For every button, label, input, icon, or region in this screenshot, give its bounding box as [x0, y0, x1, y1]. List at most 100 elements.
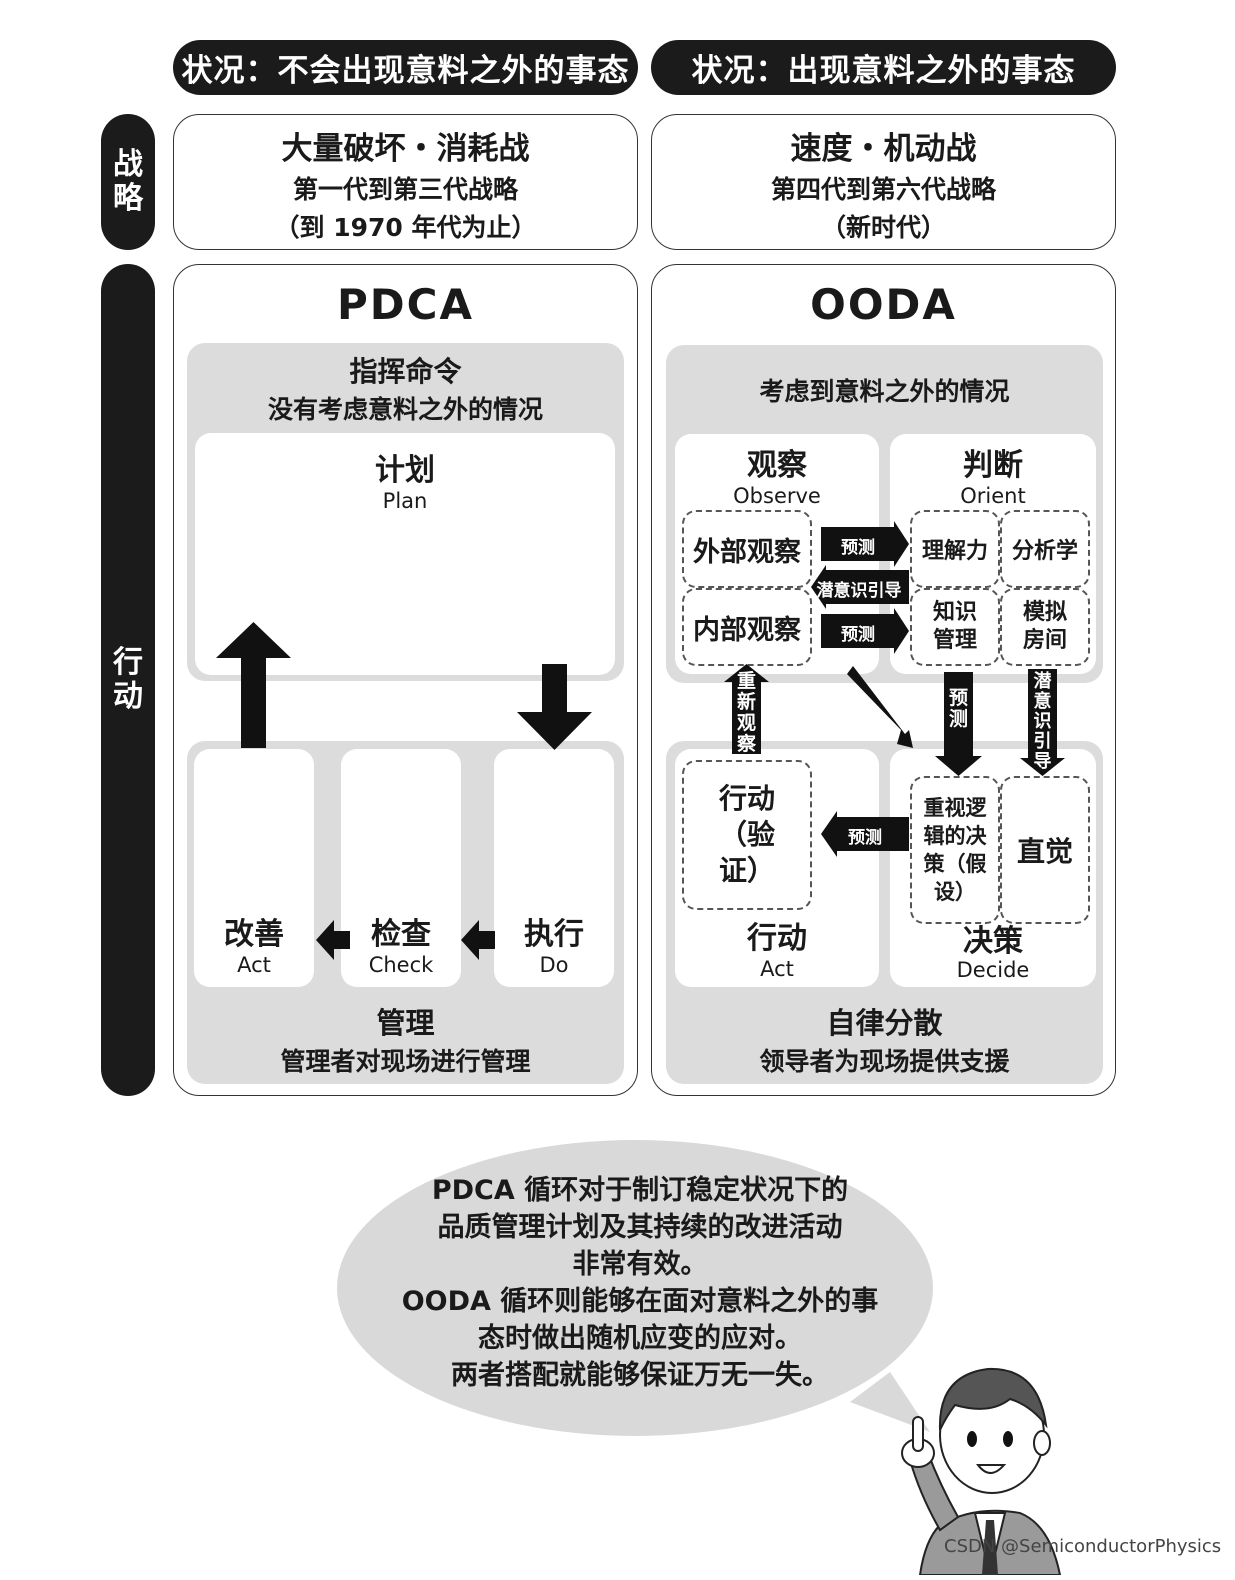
strategy-right-line2: 第四代到第六代战略 [770, 175, 996, 204]
logic-decision-box: 重视逻辑的决策（假设） [910, 776, 1000, 924]
watermark: CSDN @SemiconductorPhysics [944, 1536, 1222, 1557]
external-observation-label: 外部观察 [693, 536, 801, 568]
arrow-down-icon [517, 664, 592, 750]
action-side-bar: 行动 [101, 264, 155, 1096]
knowledge-management-box: 知识管理 [910, 588, 1000, 666]
speech-line-5: 态时做出随机应变的应对。 [478, 1323, 802, 1354]
predict-label-2: 预测 [841, 624, 875, 645]
pdca-management-text: 管理 管理者对现场进行管理 [187, 1000, 624, 1078]
ooda-act-footer: 行动 Act [675, 913, 879, 981]
arrow-left-icon-predict-3 [821, 811, 909, 857]
simulation-room-label: 模拟房间 [1022, 600, 1067, 653]
simulation-room-box: 模拟房间 [1000, 588, 1090, 666]
ooda-observe-cn: 观察 [747, 448, 807, 483]
pdca-act-card: 改善 Act [194, 749, 314, 987]
ooda-bottom-title: 自律分散 [826, 1006, 943, 1040]
intuition-box: 直觉 [1000, 776, 1090, 924]
strategy-side-bar: 战略 [101, 114, 155, 250]
speech-text: PDCA 循环对于制订稳定状况下的 品质管理计划及其持续的改进活动 非常有效。 … [340, 1172, 940, 1394]
ooda-top-sub: 考虑到意料之外的情况 [759, 377, 1010, 406]
action-side-label: 行动 [113, 645, 143, 714]
strategy-left-line3: （到 1970 年代为止） [274, 213, 537, 242]
arrow-right-icon-predict-2 [821, 608, 909, 654]
pdca-management-sub: 管理者对现场进行管理 [280, 1047, 531, 1076]
pdca-check-cn: 检查 [371, 917, 431, 952]
predict-label-vertical: 预测 [948, 687, 968, 730]
action-verify-box: 行动（验证） [682, 760, 812, 910]
ooda-arrows [724, 521, 1065, 857]
subconscious-label-horizontal: 潜意识引导 [816, 580, 902, 601]
situation-right-pill: 状况：出现意料之外的事态 [651, 40, 1116, 95]
strategy-left-box: 大量破坏・消耗战 第一代到第三代战略 （到 1970 年代为止） [173, 114, 638, 250]
ooda-decide-footer: 决策 Decide [890, 924, 1096, 983]
arrow-up-icon [216, 622, 291, 748]
external-observation-box: 外部观察 [682, 510, 812, 588]
understanding-box: 理解力 [910, 510, 1000, 588]
speech-line-2: 品质管理计划及其持续的改进活动 [437, 1212, 843, 1243]
pdca-command-sub: 没有考虑意料之外的情况 [267, 395, 543, 424]
pdca-command-title: 指挥命令 [349, 355, 462, 388]
cartoon-man-icon [901, 1367, 1062, 1575]
pdca-arrows [216, 622, 592, 960]
strategy-left-line2: 第一代到第三代战略 [292, 175, 518, 204]
ooda-orient-header: 判断 Orient [890, 440, 1096, 508]
ooda-act-en: Act [760, 957, 794, 981]
pdca-management-title: 管理 [376, 1006, 435, 1040]
situation-left-pill: 状况：不会出现意料之外的事态 [173, 40, 638, 95]
strategy-left-title: 大量破坏・消耗战 [281, 131, 530, 167]
speech-line-4: OODA 循环则能够在面对意料之外的事 [401, 1286, 879, 1317]
arrow-up-icon-reobserve [724, 664, 769, 754]
predict-label-1: 预测 [841, 537, 875, 558]
ooda-decide-en: Decide [956, 958, 1030, 982]
ooda-observe-en: Observe [733, 484, 821, 508]
strategy-right-box: 速度・机动战 第四代到第六代战略 （新时代） [651, 114, 1116, 250]
situation-left-label: 状况：不会出现意料之外的事态 [181, 53, 630, 89]
pdca-title-wrap: PDCA [173, 280, 638, 329]
ooda-observe-header: 观察 Observe [675, 440, 879, 508]
pdca-title: PDCA [337, 280, 474, 329]
logic-decision-label: 重视逻辑的决策（假设） [923, 796, 987, 904]
ooda-title-wrap: OODA [651, 280, 1116, 329]
pdca-do-card: 执行 Do [494, 749, 614, 987]
strategy-right-title: 速度・机动战 [790, 131, 977, 167]
pdca-check-en: Check [368, 953, 434, 977]
ooda-orient-en: Orient [960, 484, 1026, 508]
pdca-act-cn: 改善 [224, 917, 284, 952]
ooda-top-text: 考虑到意料之外的情况 [666, 372, 1103, 408]
pdca-plan-cn: 计划 [375, 453, 435, 488]
knowledge-management-label: 知识管理 [932, 600, 977, 653]
analytics-label: 分析学 [1011, 539, 1078, 564]
pdca-act-en: Act [237, 953, 271, 977]
ooda-title: OODA [810, 280, 957, 329]
pdca-do-cn: 执行 [524, 917, 584, 952]
internal-observation-label: 内部观察 [693, 614, 801, 646]
intuition-label: 直觉 [1016, 835, 1073, 868]
arrow-diagonal-icon-reobserve [847, 666, 913, 748]
pdca-plan-card: 计划 Plan [195, 433, 615, 675]
pdca-plan-en: Plan [382, 489, 428, 513]
speech-bubble [337, 1140, 933, 1436]
ooda-bottom-sub: 领导者为现场提供支援 [759, 1047, 1010, 1076]
arrow-down-icon-subconscious [1020, 669, 1065, 776]
predict-label-3: 预测 [848, 827, 882, 848]
ooda-bottom-text: 自律分散 领导者为现场提供支援 [666, 1000, 1103, 1078]
arrow-left-icon-subconscious [811, 565, 909, 609]
strategy-right-line3: （新时代） [820, 213, 946, 242]
arrow-left-icon-check-to-act [316, 920, 350, 960]
arrow-right-icon-predict-1 [821, 521, 909, 567]
speech-line-6: 两者搭配就能够保证万无一失。 [451, 1360, 829, 1391]
speech-line-3: 非常有效。 [572, 1249, 708, 1280]
ooda-act-cn: 行动 [747, 921, 807, 956]
pdca-do-en: Do [539, 953, 569, 977]
reobserve-label-vertical: 重新观察 [736, 670, 756, 755]
pdca-command-text: 指挥命令 没有考虑意料之外的情况 [187, 350, 624, 426]
understanding-label: 理解力 [921, 539, 988, 564]
arrow-left-icon-do-to-check [461, 920, 495, 960]
analytics-box: 分析学 [1000, 510, 1090, 588]
speech-line-1: PDCA 循环对于制订稳定状况下的 [431, 1175, 849, 1206]
subconscious-label-vertical: 潜意识引导 [1033, 671, 1052, 772]
arrow-down-icon-predict [935, 672, 982, 776]
ooda-decide-cn: 决策 [963, 924, 1023, 959]
situation-right-label: 状况：出现意料之外的事态 [691, 53, 1076, 89]
action-verify-label: 行动（验证） [718, 782, 775, 887]
